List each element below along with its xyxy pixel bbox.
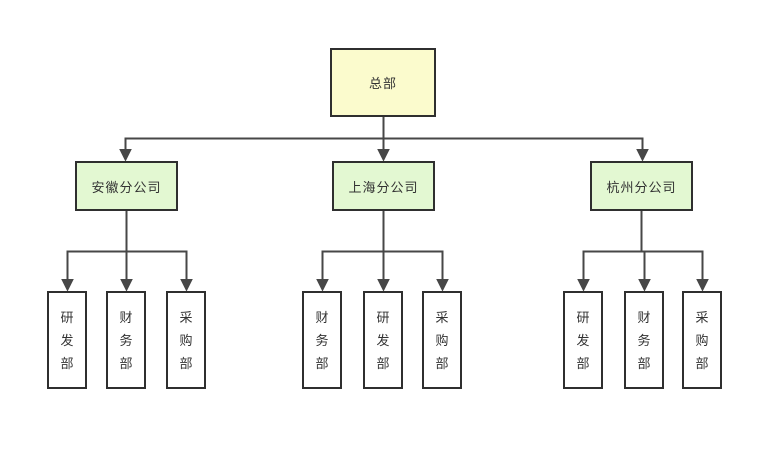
node-dept-label: 采购部 <box>695 309 709 371</box>
arrow-down-icon <box>377 149 390 162</box>
node-branch-shanghai[interactable]: 上海分公司 <box>332 161 435 211</box>
node-dept-hangzhou-2[interactable]: 财务部 <box>624 291 664 389</box>
node-branch-shanghai-label: 上海分公司 <box>348 179 419 195</box>
connector-root-to-branches <box>119 117 649 162</box>
node-dept-hangzhou-1[interactable]: 研发部 <box>563 291 603 389</box>
node-headquarters[interactable]: 总部 <box>330 48 436 117</box>
node-dept-label: 研发部 <box>576 309 590 371</box>
node-dept-anhui-2[interactable]: 财务部 <box>106 291 146 389</box>
node-dept-label: 采购部 <box>179 309 193 371</box>
arrow-down-icon <box>61 279 74 292</box>
arrow-down-icon <box>696 279 709 292</box>
node-dept-label: 研发部 <box>376 309 390 371</box>
connector-hangzhou-to-depts <box>577 211 709 292</box>
node-branch-anhui-label: 安徽分公司 <box>91 179 162 195</box>
node-dept-anhui-3[interactable]: 采购部 <box>166 291 206 389</box>
node-dept-label: 采购部 <box>435 309 449 371</box>
arrow-down-icon <box>120 279 133 292</box>
node-dept-label: 财务部 <box>119 309 133 371</box>
arrow-down-icon <box>180 279 193 292</box>
node-dept-label: 财务部 <box>637 309 651 371</box>
arrow-down-icon <box>638 279 651 292</box>
arrow-down-icon <box>436 279 449 292</box>
connector-shanghai-to-depts <box>316 211 449 292</box>
node-dept-label: 财务部 <box>315 309 329 371</box>
node-branch-hangzhou-label: 杭州分公司 <box>606 179 677 195</box>
node-headquarters-label: 总部 <box>368 76 397 91</box>
arrow-down-icon <box>636 149 649 162</box>
node-dept-shanghai-3[interactable]: 采购部 <box>422 291 462 389</box>
node-dept-anhui-1[interactable]: 研发部 <box>47 291 87 389</box>
node-branch-hangzhou[interactable]: 杭州分公司 <box>590 161 693 211</box>
connector-anhui-to-depts <box>61 211 193 292</box>
node-branch-anhui[interactable]: 安徽分公司 <box>75 161 178 211</box>
node-dept-hangzhou-3[interactable]: 采购部 <box>682 291 722 389</box>
node-dept-shanghai-1[interactable]: 财务部 <box>302 291 342 389</box>
arrow-down-icon <box>119 149 132 162</box>
node-dept-shanghai-2[interactable]: 研发部 <box>363 291 403 389</box>
arrow-down-icon <box>577 279 590 292</box>
arrow-down-icon <box>316 279 329 292</box>
arrow-down-icon <box>377 279 390 292</box>
node-dept-label: 研发部 <box>60 309 74 371</box>
